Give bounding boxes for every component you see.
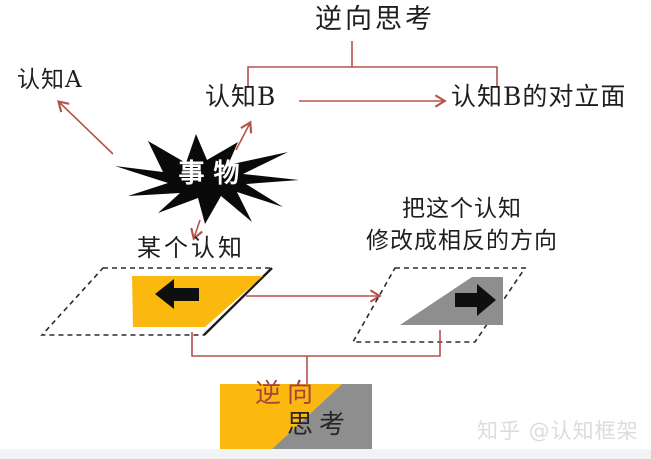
modify-caption-line1: 把这个认知 (402, 196, 522, 222)
footer-strip (0, 449, 651, 459)
arrow-burst-to-some-cognition (190, 219, 203, 241)
bottom-box-yellow-half (220, 384, 342, 449)
modify-caption: 把这个认知 修改成相反的方向 (348, 193, 576, 257)
bottom-bracket-line (191, 330, 441, 357)
cognition-b-opposite-label: 认知B的对立面 (451, 82, 627, 111)
bottom-box-gray-half (272, 384, 372, 449)
bottom-box-word2-label: 思考 (287, 410, 352, 440)
right-block-arrow-icon (455, 284, 496, 316)
left-parallelogram-solid-edge (203, 267, 273, 336)
right-parallelogram (351, 267, 527, 343)
left-block-arrow-icon (155, 279, 199, 309)
bottom-box-word1-label: 逆向 (255, 379, 320, 409)
cognition-b-label: 认知B (205, 82, 277, 111)
arrow-burst-to-a (56, 100, 114, 155)
zhihu-watermark: 知乎 @认知框架 (477, 419, 639, 443)
cognition-a-label: 认知A (17, 67, 83, 93)
modify-caption-line2: 修改成相反的方向 (366, 228, 558, 254)
thing-burst-label: 事物 (178, 159, 249, 189)
top-title-label: 逆向思考 (315, 4, 435, 35)
top-bracket-line (247, 66, 498, 88)
some-cognition-label: 某个认知 (137, 234, 245, 262)
burst-shape (115, 134, 299, 224)
arrow-burst-to-b (235, 120, 253, 151)
yellow-cognition-shape (132, 276, 263, 327)
